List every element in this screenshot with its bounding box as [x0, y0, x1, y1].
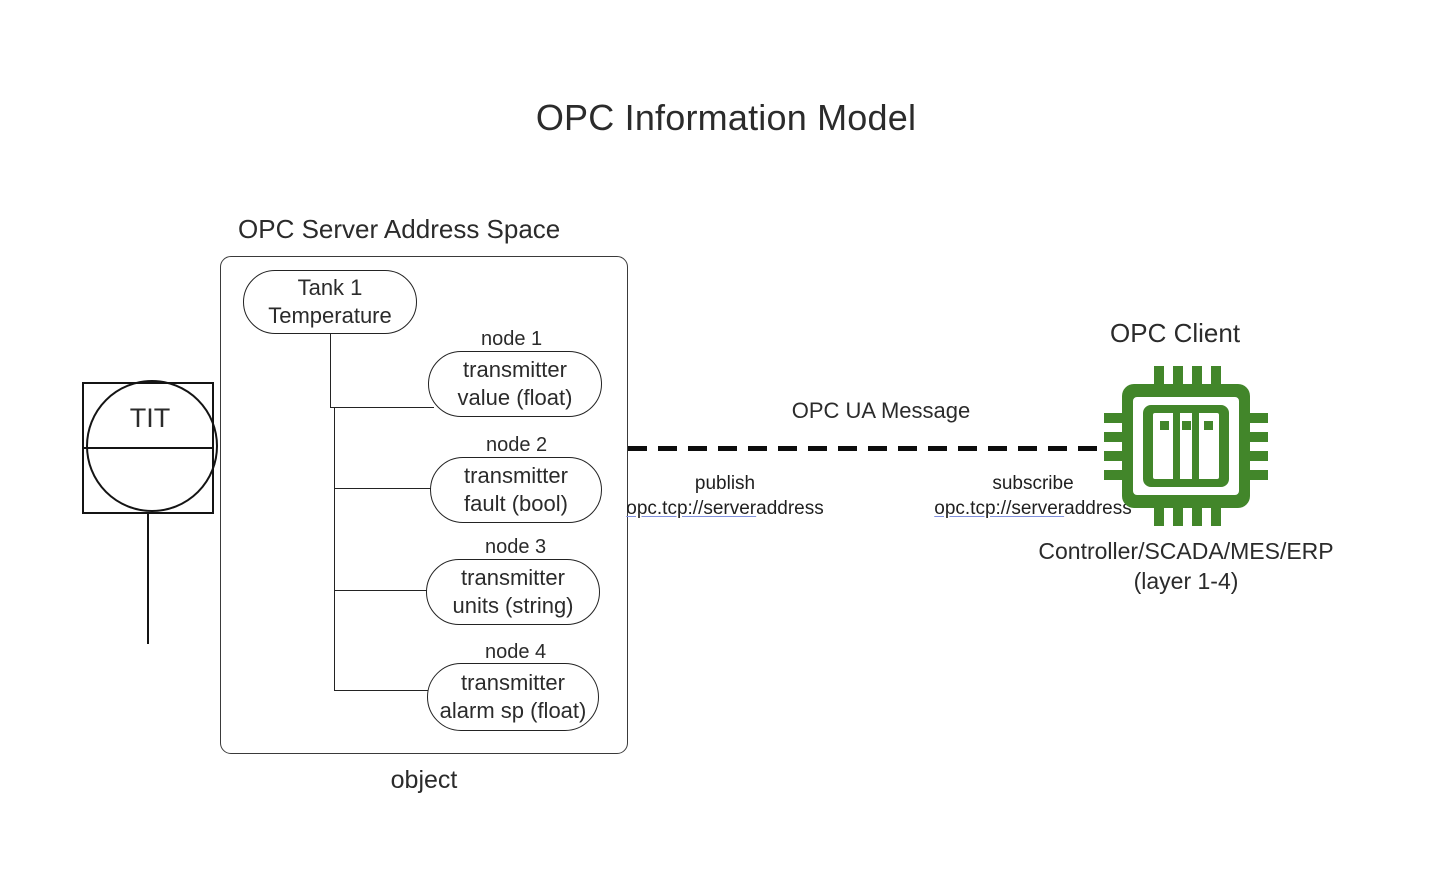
node-2-line-2: fault (bool) — [464, 491, 568, 516]
tree-trunk-segment-1 — [330, 333, 331, 408]
variable-node-3-transmitter-units[interactable]: transmitter units (string) — [426, 559, 600, 625]
subscribe-url-tail: address — [1064, 498, 1132, 519]
tree-branch-node-2 — [334, 488, 436, 489]
publish-url-link[interactable]: opc.tcp://server — [626, 498, 757, 519]
page-title: OPC Information Model — [535, 97, 917, 138]
node-4-caption: node 4 — [485, 641, 547, 663]
node-2-caption: node 2 — [486, 434, 548, 456]
publish-endpoint: publish opc.tcp://serveraddress — [605, 472, 845, 520]
publish-url-tail: address — [756, 498, 824, 519]
tit-circle-outline — [86, 380, 218, 512]
tree-branch-node-4 — [334, 690, 434, 691]
tit-instrument-symbol: TIT — [82, 380, 218, 514]
publish-endpoint-url: opc.tcp://serveraddress — [605, 497, 845, 520]
node-1-line-1: transmitter — [463, 357, 567, 382]
opc-client-subcaption: Controller/SCADA/MES/ERP (layer 1-4) — [986, 536, 1386, 596]
object-footer-caption: object — [390, 766, 458, 794]
publish-verb-label: publish — [694, 473, 756, 494]
node-1-caption: node 1 — [481, 328, 543, 350]
subscribe-endpoint-url: opc.tcp://serveraddress — [913, 497, 1153, 520]
opc-ua-dashed-connection — [628, 446, 1108, 451]
client-subcaption-line-1: Controller/SCADA/MES/ERP — [1038, 538, 1334, 564]
node-1-line-2: value (float) — [457, 385, 573, 410]
node-3-line-1: transmitter — [461, 565, 565, 590]
subscribe-endpoint: subscribe opc.tcp://serveraddress — [913, 472, 1153, 520]
variable-node-4-transmitter-alarm-sp[interactable]: transmitter alarm sp (float) — [427, 663, 599, 731]
tit-tag-label: TIT — [129, 403, 171, 433]
object-node-tank1-temperature[interactable]: Tank 1 Temperature — [243, 270, 417, 334]
object-node-line-2: Temperature — [268, 303, 392, 328]
subscribe-url-link[interactable]: opc.tcp://server — [934, 498, 1065, 519]
node-4-line-1: transmitter — [461, 670, 565, 695]
opc-client-caption: OPC Client — [1110, 318, 1241, 348]
variable-node-2-transmitter-fault[interactable]: transmitter fault (bool) — [430, 457, 602, 523]
tree-branch-node-3 — [334, 590, 432, 591]
tit-divider-line — [82, 447, 214, 449]
tree-branch-node-1 — [330, 407, 434, 408]
microchip-icon — [1104, 366, 1268, 526]
server-address-space-caption: OPC Server Address Space — [238, 214, 561, 244]
tree-trunk-segment-3 — [334, 488, 335, 590]
node-3-line-2: units (string) — [452, 593, 574, 618]
object-node-line-1: Tank 1 — [297, 275, 363, 300]
node-2-line-1: transmitter — [464, 463, 568, 488]
tree-trunk-segment-2 — [334, 408, 335, 488]
variable-node-1-transmitter-value[interactable]: transmitter value (float) — [428, 351, 602, 417]
client-subcaption-line-2: (layer 1-4) — [1133, 568, 1239, 594]
subscribe-verb-label: subscribe — [992, 473, 1074, 494]
opc-ua-message-label: OPC UA Message — [791, 398, 971, 423]
tit-process-connection-stem — [147, 514, 149, 644]
node-3-caption: node 3 — [485, 536, 547, 558]
node-4-line-2: alarm sp (float) — [439, 698, 587, 723]
tree-trunk-segment-4 — [334, 590, 335, 690]
